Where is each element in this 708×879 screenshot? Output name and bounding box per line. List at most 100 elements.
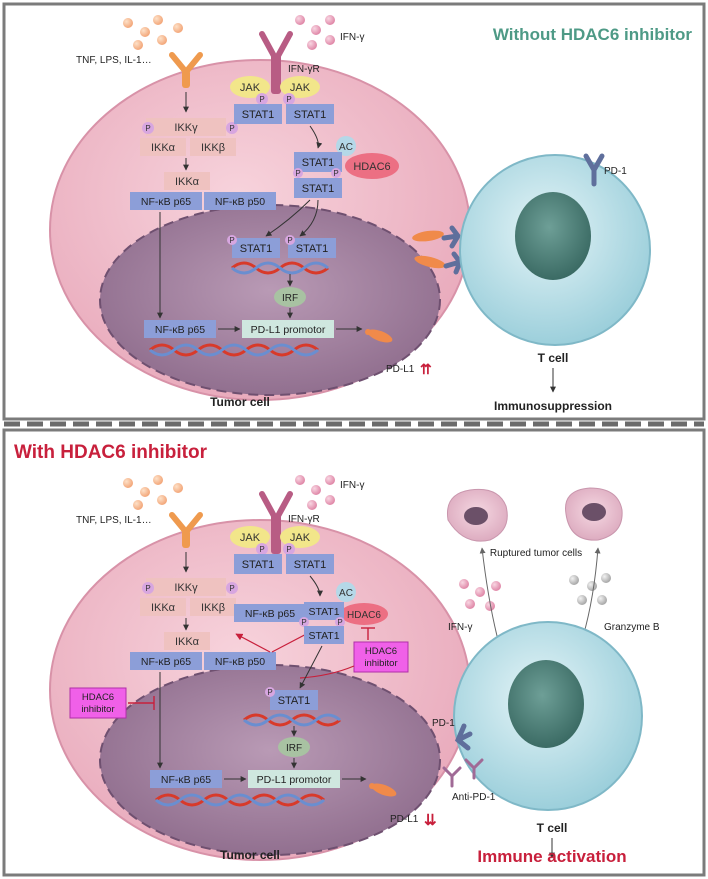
pdl1-promotor-box (242, 320, 334, 338)
ikk-beta-label: IKKβ (201, 142, 225, 154)
dna-helix-upper-b (243, 713, 341, 727)
t-cell-nucleus-b (508, 660, 584, 748)
phospho-label: P (145, 124, 150, 133)
ikk-alpha-box-2-b (164, 632, 210, 650)
t-cell-label: T cell (538, 351, 569, 365)
pdl1-up-arrows: ⇈ (420, 361, 432, 377)
phospho-icon (226, 122, 238, 134)
nuclear-nfkb-p65-box-b (150, 770, 222, 788)
ikk-alpha-label-b: IKKα (151, 602, 176, 614)
hdac6-inhibitor-right (353, 641, 409, 673)
pd1-receptor-top-icon (583, 153, 605, 187)
phospho-icon (256, 93, 268, 105)
ac-icon-b (336, 582, 356, 602)
acetyl-nfkb-p65-label: NF-κB p65 (245, 608, 295, 620)
stat1-label-b: STAT1 (242, 559, 275, 571)
ikk-gamma-label: IKKγ (174, 122, 198, 134)
irf-factor (274, 287, 306, 307)
jak-right-b (280, 526, 320, 548)
phospho-icon (283, 543, 295, 555)
ifngr-label-b: IFN-γR (288, 514, 320, 525)
phospho-label: P (286, 95, 291, 104)
ifn-gamma-receptor-icon (259, 31, 293, 94)
released-ifn-gamma-molecules (459, 579, 501, 611)
ac-icon (336, 136, 356, 156)
ikk-alpha-box (140, 138, 186, 156)
tumor-cell-label: Tumor cell (210, 395, 270, 409)
phospho-icon (293, 168, 303, 178)
tnf-lps-il1-molecules-b (123, 475, 183, 510)
ruptured-tumor-cell-right (565, 487, 623, 541)
hdac6-enzyme-b (340, 603, 388, 625)
stat1-box-b (234, 554, 282, 574)
ikk-gamma-box-b (146, 578, 226, 596)
phospho-icon (227, 235, 237, 245)
ruptured-tumor-cells-label: Ruptured tumor cells (490, 548, 582, 559)
phospho-icon (285, 235, 295, 245)
nuclear-stat1-label: STAT1 (240, 243, 273, 255)
stimuli-label-b: TNF, LPS, IL-1… (76, 515, 152, 526)
phospho-label: P (301, 618, 306, 627)
ifng-label-b: IFN-γ (340, 480, 364, 491)
stat1-box-b (304, 626, 344, 644)
stat1-label: STAT1 (294, 109, 327, 121)
stat1-box-b (304, 602, 344, 620)
inhibitor-right-line1: HDAC6 (365, 646, 397, 657)
pdl1-label-b: PD-L1 (390, 814, 419, 825)
ikk-gamma-box (146, 118, 226, 136)
ikk-alpha-box-2 (164, 172, 210, 190)
ac-label: AC (339, 142, 353, 153)
ikk-alpha-label: IKKα (151, 142, 176, 154)
jak-left-label-b: JAK (240, 532, 261, 544)
top-panel-frame (2, 2, 706, 421)
pdl1-promotor-box-b (248, 770, 340, 788)
jak-right-label-b: JAK (290, 532, 311, 544)
stat1-box (294, 152, 342, 172)
dna-helix-upper (231, 261, 329, 275)
inhibitor-right-line2: inhibitor (364, 658, 397, 669)
anti-pd1-antibody-icon (442, 758, 484, 788)
tumor-nucleus-b (99, 664, 441, 856)
bottom-panel-title: With HDAC6 inhibitor (14, 442, 208, 463)
pd1-label-b: PD-1 (432, 718, 455, 729)
phospho-icon (256, 543, 268, 555)
jak-left-label: JAK (240, 82, 261, 94)
pdl1-promotor-label-b: PD-L1 promotor (257, 774, 332, 786)
nfkb-p50-box (204, 192, 276, 210)
nuclear-stat1-label: STAT1 (296, 243, 329, 255)
pd1-label: PD-1 (604, 166, 627, 177)
phospho-label: P (229, 584, 234, 593)
phospho-icon (283, 93, 295, 105)
phospho-icon (142, 122, 154, 134)
tumor-nucleus (99, 204, 441, 396)
nfkb-p50-box-b (204, 652, 276, 670)
dna-helix-lower-b (155, 793, 325, 807)
ifn-gamma-receptor-icon-b (259, 491, 293, 554)
hdac6-label-b: HDAC6 (347, 610, 381, 621)
stat1-label-b: STAT1 (294, 559, 327, 571)
nfkb-p65-label-b: NF-κB p65 (141, 656, 191, 668)
jak-left (230, 76, 270, 98)
granzyme-b-label: Granzyme B (604, 622, 660, 633)
ifng-label: IFN-γ (340, 32, 364, 43)
ikk-alpha-label-2-b: IKKα (175, 636, 200, 648)
phospho-icon (335, 617, 345, 627)
nuclear-stat1-label-b: STAT1 (278, 695, 311, 707)
tnf-receptor-icon (169, 52, 203, 88)
tumor-cell-label-b: Tumor cell (220, 848, 280, 862)
nuclear-nfkb-p65-label: NF-κB p65 (155, 324, 205, 336)
jak-right (280, 76, 320, 98)
pdl1-protein-icon (365, 329, 393, 343)
ruptured-tumor-cell-left (446, 488, 508, 542)
pdl1-protein-icon-b (369, 783, 397, 797)
irf-label-b: IRF (286, 743, 302, 754)
membrane-pdl1-icon (412, 230, 446, 269)
nfkb-p65-label: NF-κB p65 (141, 196, 191, 208)
t-cell-nucleus (515, 192, 591, 280)
nuclear-nfkb-p65-label-b: NF-κB p65 (161, 774, 211, 786)
nfkb-p65-box-b (130, 652, 202, 670)
ikk-beta-label-b: IKKβ (201, 602, 225, 614)
hdac6-label: HDAC6 (353, 161, 390, 173)
stat1-label-b: STAT1 (308, 630, 339, 642)
